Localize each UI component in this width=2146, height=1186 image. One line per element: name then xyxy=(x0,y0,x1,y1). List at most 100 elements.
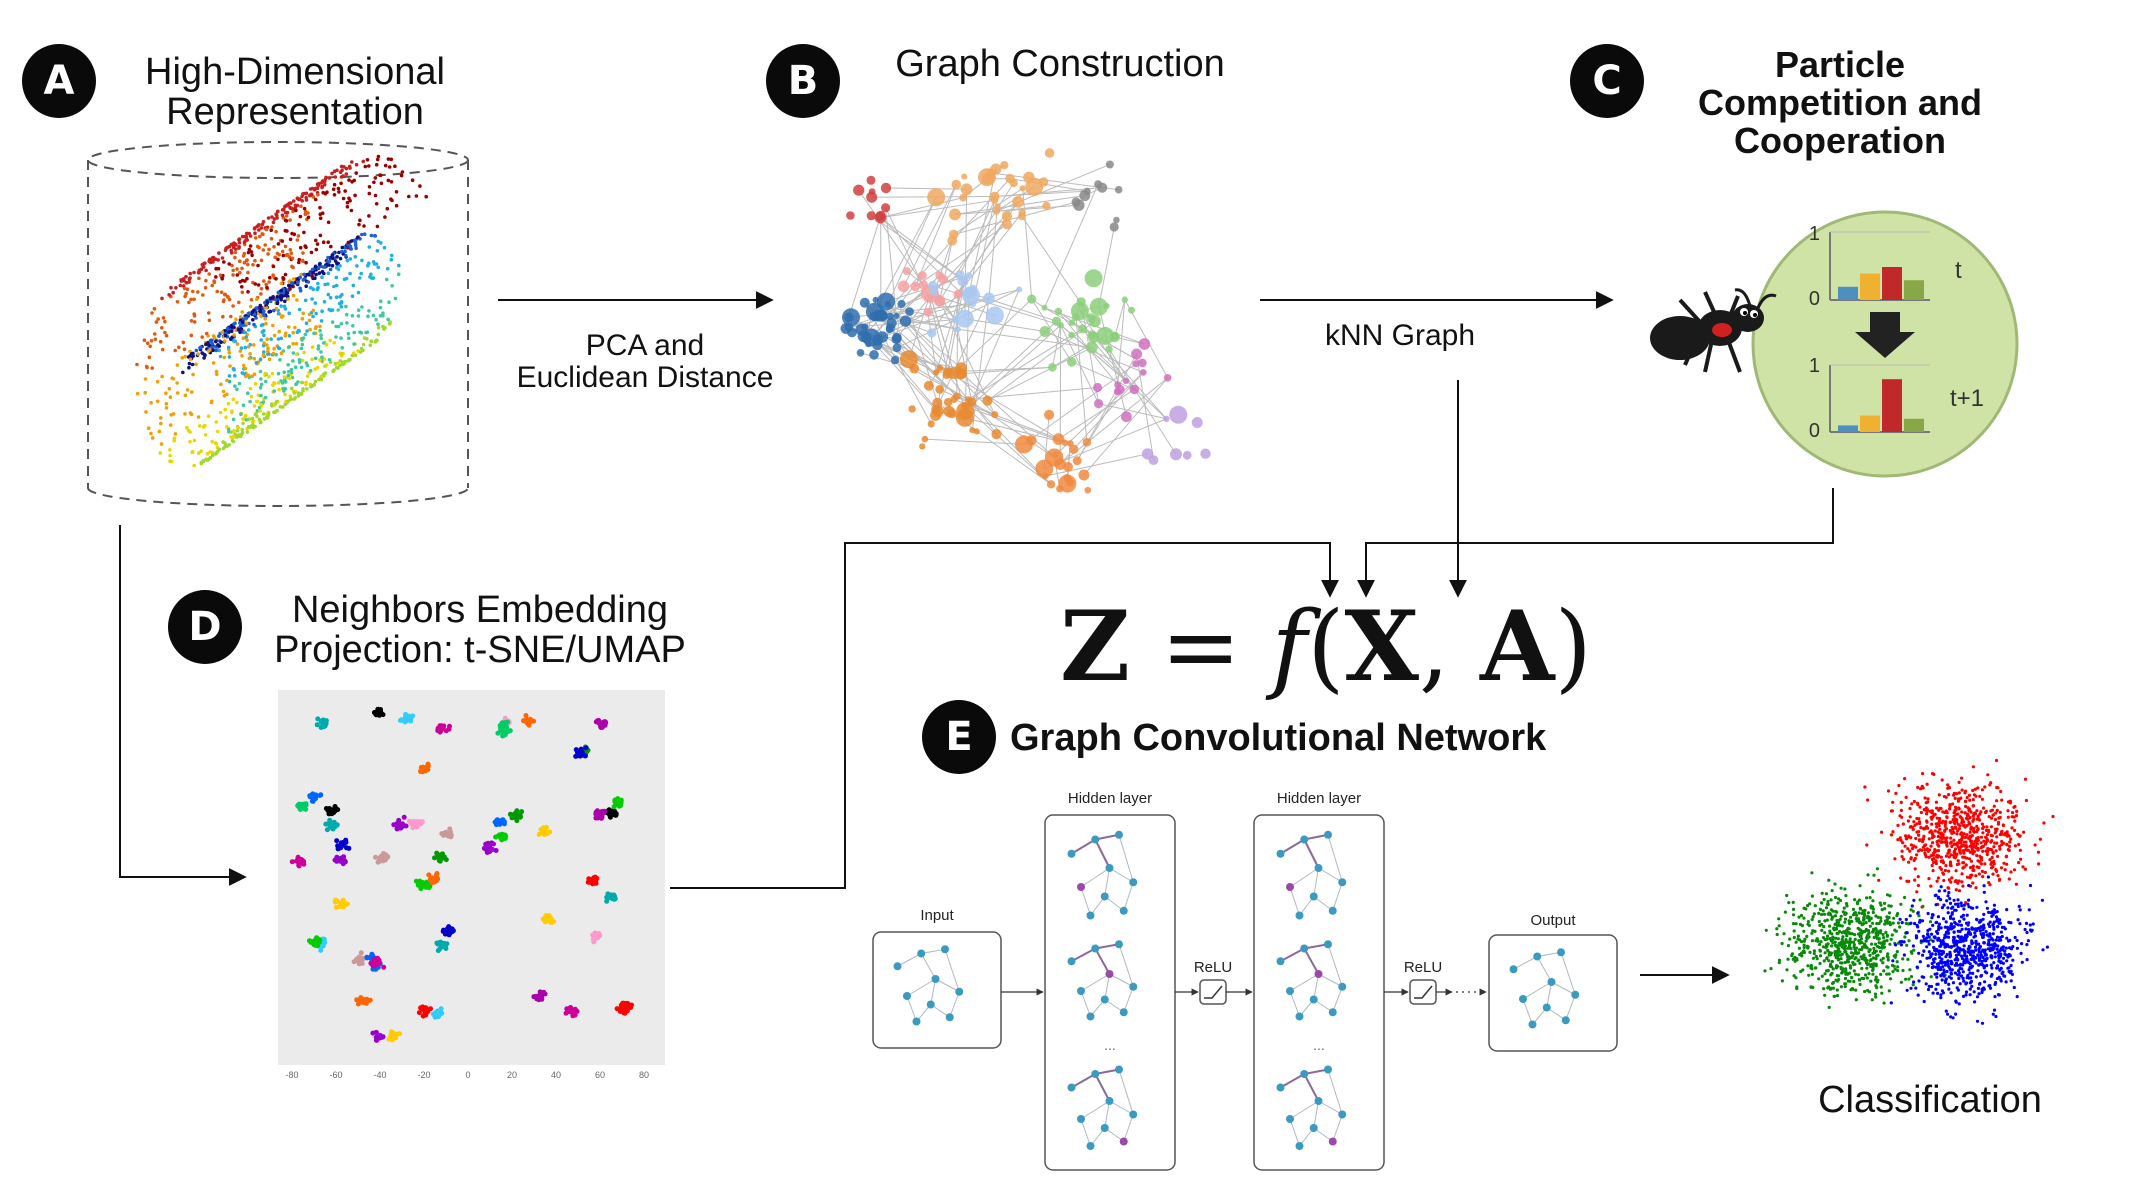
swiss-roll-point xyxy=(270,215,274,219)
swiss-roll-point xyxy=(212,335,217,340)
swiss-roll-point xyxy=(382,245,387,250)
swiss-roll-point xyxy=(241,421,245,426)
graph-edge xyxy=(1091,347,1167,420)
swiss-roll-point xyxy=(233,374,237,378)
graph-node xyxy=(1169,405,1188,424)
swiss-roll-point xyxy=(261,412,266,416)
swiss-roll-point xyxy=(276,346,281,350)
graph-node xyxy=(1088,315,1101,328)
swiss-roll-point xyxy=(171,376,175,381)
graph-node xyxy=(899,315,912,327)
graph-node xyxy=(866,175,876,185)
swiss-roll-point xyxy=(211,361,216,365)
swiss-roll-point xyxy=(390,284,394,288)
swiss-roll-point xyxy=(272,410,276,415)
tsne-cluster xyxy=(418,761,431,775)
swiss-roll-point xyxy=(319,350,323,354)
tsne-cluster xyxy=(426,871,441,886)
swiss-roll-point xyxy=(197,424,202,428)
graph-node xyxy=(1131,348,1143,360)
swiss-roll-point xyxy=(321,240,326,244)
swiss-roll-point xyxy=(297,329,302,333)
swiss-roll-point xyxy=(230,325,234,329)
swiss-roll-point xyxy=(386,178,391,183)
graph-node xyxy=(869,350,879,360)
swiss-roll-point xyxy=(253,236,258,240)
swiss-roll-point xyxy=(304,260,308,265)
swiss-roll-point xyxy=(169,459,174,464)
swiss-roll-point xyxy=(253,258,257,263)
swiss-roll-point xyxy=(234,317,238,322)
swiss-roll-point xyxy=(252,372,257,377)
swiss-roll-point xyxy=(394,190,399,194)
swiss-roll-point xyxy=(358,218,362,223)
edge-label-knn: kNN Graph xyxy=(1324,319,1476,352)
swiss-roll-point xyxy=(279,379,283,383)
graph-node xyxy=(897,280,910,293)
swiss-roll-point xyxy=(252,356,257,361)
swiss-roll-point xyxy=(188,271,192,276)
swiss-roll-point xyxy=(327,307,332,312)
swiss-roll-point xyxy=(288,205,292,210)
swiss-roll-point xyxy=(356,314,361,318)
swiss-roll-point xyxy=(282,389,286,393)
swiss-roll-point xyxy=(215,450,219,455)
tsne-cluster xyxy=(604,807,619,820)
swiss-roll-point xyxy=(206,414,211,419)
swiss-roll-point xyxy=(305,387,309,391)
swiss-roll-point xyxy=(181,370,185,375)
panel-e-title: Graph Convolutional Network xyxy=(1010,717,1547,759)
graph-node xyxy=(905,307,914,316)
swiss-roll-point xyxy=(318,358,322,362)
swiss-roll-point xyxy=(372,180,376,185)
swiss-roll-point xyxy=(241,403,246,408)
mini-graph xyxy=(1276,830,1347,920)
swiss-roll-point xyxy=(343,249,347,254)
graph-node xyxy=(1085,341,1098,354)
swiss-roll-point xyxy=(181,340,186,345)
swiss-roll-point xyxy=(214,275,218,279)
swiss-roll-point xyxy=(238,259,242,264)
swiss-roll-point xyxy=(237,237,241,242)
swiss-roll-point xyxy=(314,238,318,243)
cylinder-plot xyxy=(87,141,469,507)
knn-graph-illustration xyxy=(840,148,1211,494)
swiss-roll-point xyxy=(383,163,388,168)
swiss-roll-point xyxy=(278,358,282,362)
swiss-roll-point xyxy=(287,311,292,316)
swiss-roll-point xyxy=(155,379,160,384)
swiss-roll-point xyxy=(286,363,291,367)
input-layer-box xyxy=(872,931,1002,1049)
swiss-roll-point xyxy=(199,449,203,454)
swiss-roll-point xyxy=(215,372,219,377)
swiss-roll-point xyxy=(261,220,266,224)
swiss-roll-point xyxy=(367,164,371,168)
swiss-roll-point xyxy=(229,329,234,334)
swiss-roll-point xyxy=(367,191,372,196)
swiss-roll-point xyxy=(296,281,300,285)
swiss-roll-point xyxy=(202,356,206,360)
tsne-cluster xyxy=(440,924,456,938)
swiss-roll-point xyxy=(282,375,287,379)
swiss-roll-point xyxy=(366,314,370,319)
swiss-roll-point xyxy=(283,334,288,338)
swiss-roll-point xyxy=(227,443,231,447)
swiss-roll-point xyxy=(279,297,284,302)
swiss-roll-point xyxy=(238,270,242,275)
swiss-roll-point xyxy=(318,324,322,329)
graph-node xyxy=(1122,377,1130,384)
swiss-roll-point xyxy=(313,326,318,331)
swiss-roll-point xyxy=(204,268,208,273)
swiss-roll-point xyxy=(220,276,224,281)
arrow-a-to-d xyxy=(119,525,247,886)
graph-node xyxy=(1182,450,1192,460)
swiss-roll-point xyxy=(221,389,226,394)
chart-top-ylabel-0: 0 xyxy=(1809,288,1820,310)
swiss-roll-point xyxy=(350,294,355,299)
swiss-roll-point xyxy=(243,345,248,350)
swiss-roll-point xyxy=(230,410,234,415)
swiss-roll-point xyxy=(257,228,261,232)
swiss-roll-point xyxy=(332,193,337,197)
swiss-roll-point xyxy=(204,342,208,347)
swiss-roll-point xyxy=(240,285,244,289)
